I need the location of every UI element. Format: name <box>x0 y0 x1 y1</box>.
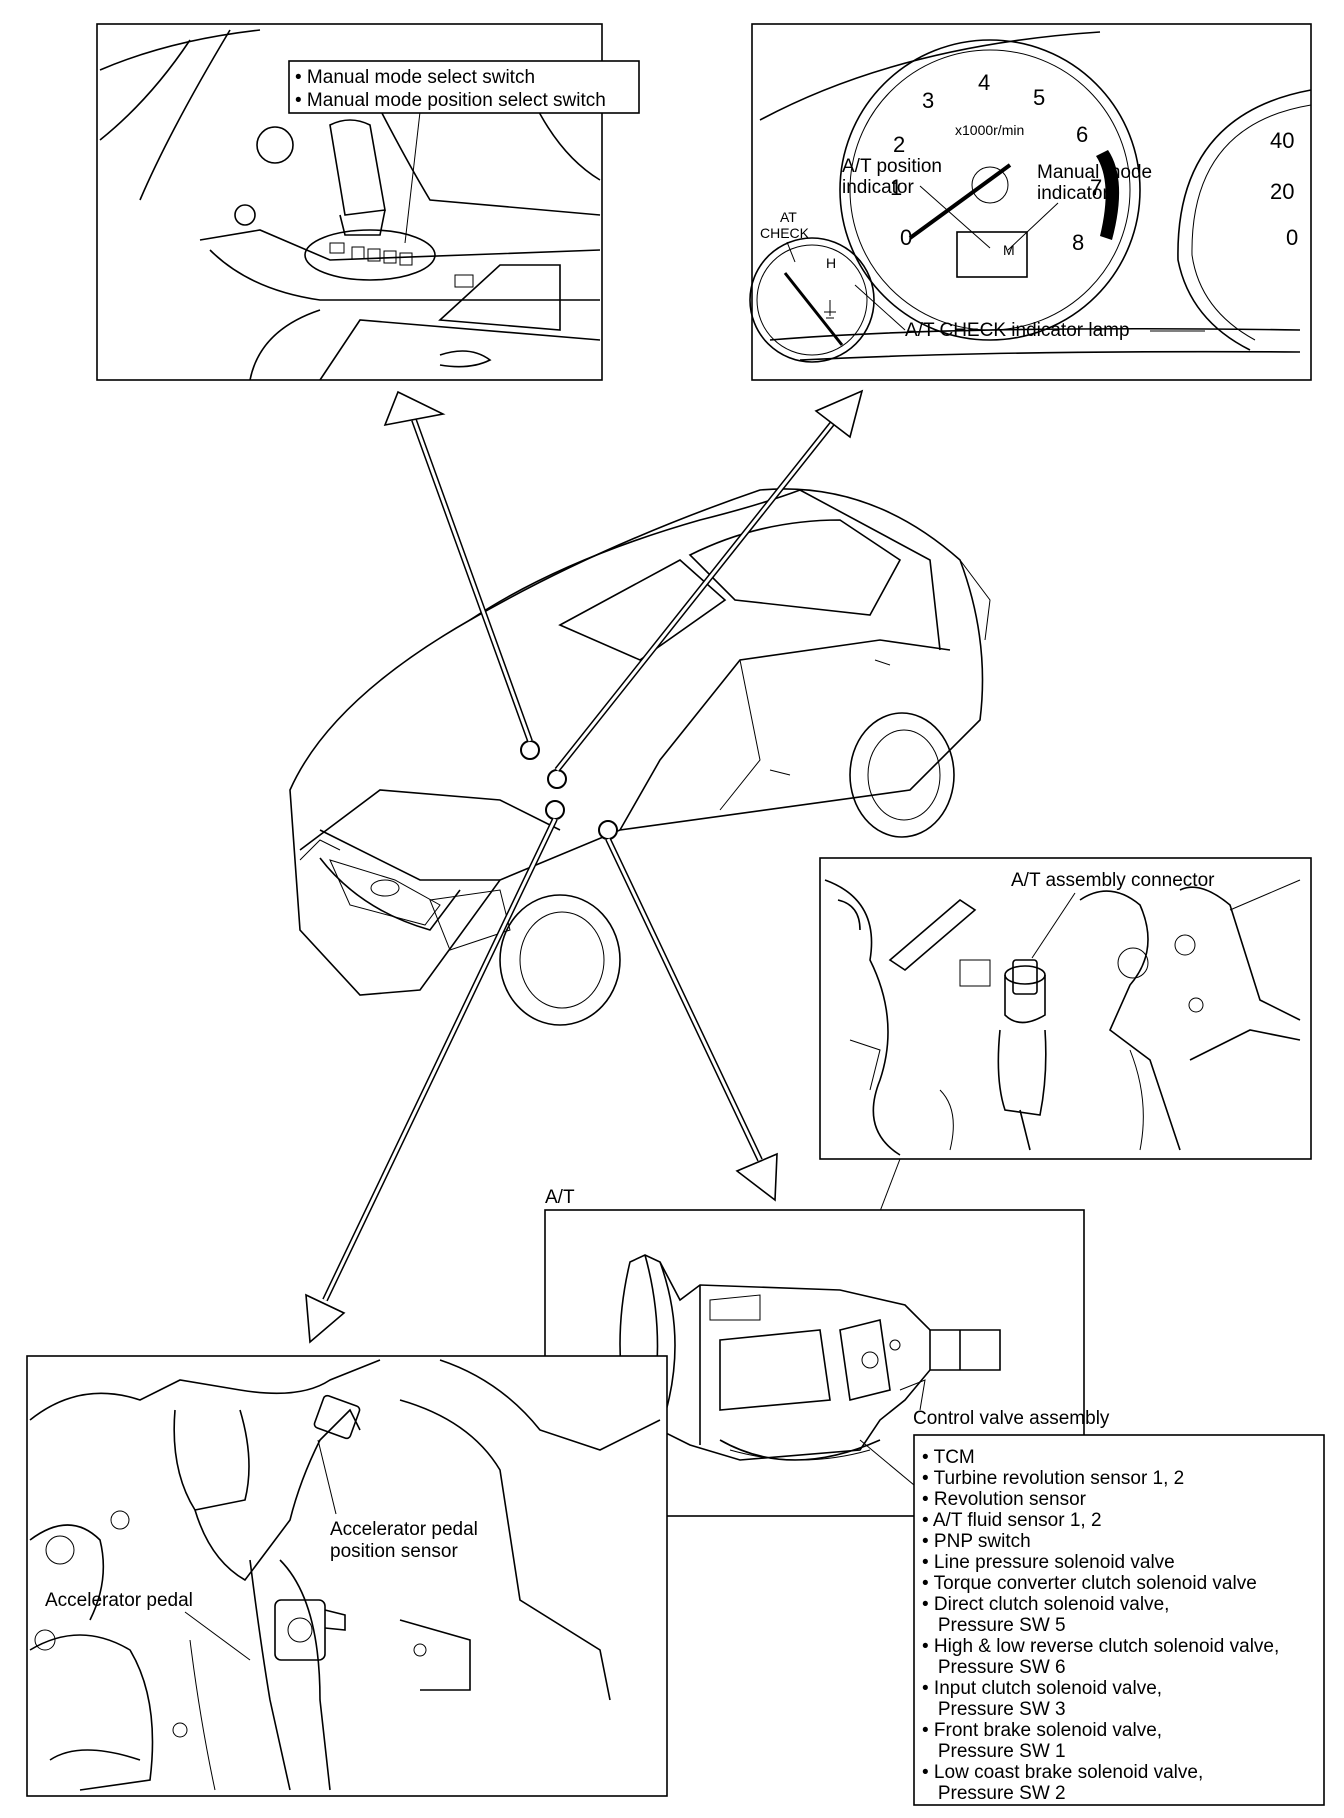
mode-letter: M <box>1003 242 1015 258</box>
control-valve-components-box <box>913 1434 1325 1806</box>
manual-mode-label-2: indicator <box>1037 183 1109 204</box>
manual-mode-leader <box>1007 202 1059 251</box>
temp-gauge: H AT CHECK <box>749 209 875 363</box>
shift-position-display <box>956 231 1028 278</box>
callout-arrows <box>305 389 864 1344</box>
tacho-needle <box>908 163 1012 240</box>
speed-number: 0 <box>1286 225 1298 250</box>
component-item: • Input clutch solenoid valve, <box>922 1678 1162 1699</box>
coolant-icon <box>824 300 836 319</box>
speed-number: 20 <box>1270 179 1294 204</box>
speed-number: 40 <box>1270 128 1294 153</box>
connector-illustration <box>824 879 1301 1156</box>
tacho-number: 0 <box>900 225 912 250</box>
at-assembly-connector <box>1012 959 1038 995</box>
rear-wheel <box>849 712 955 838</box>
connector-panel: A/T assembly connector <box>819 857 1312 1160</box>
accelerator-pedal-leader <box>184 1611 251 1661</box>
at-check-text-1: AT <box>780 209 797 225</box>
component-item: Pressure SW 5 <box>922 1615 1066 1636</box>
component-item: • Line pressure solenoid valve <box>922 1552 1175 1573</box>
location-marker-shift <box>520 740 540 760</box>
pedal-sensor-label-2: position sensor <box>330 1541 458 1562</box>
location-marker-pedal <box>545 800 565 820</box>
vehicle-illustration <box>289 488 991 1026</box>
shift-lever-panel: • Manual mode select switch • Manual mod… <box>96 23 640 381</box>
speedometer: 40 20 0 <box>1177 89 1312 351</box>
at-check-lamp-leader <box>854 284 906 331</box>
component-item: Pressure SW 3 <box>922 1699 1066 1720</box>
component-item: Pressure SW 2 <box>922 1783 1066 1804</box>
component-item: • Torque converter clutch solenoid valve <box>922 1573 1257 1594</box>
component-item: • TCM <box>922 1447 975 1468</box>
pedal-sensor-body <box>274 1599 326 1661</box>
tacho-number: 7 <box>1090 175 1102 200</box>
shift-callout-item-2: • Manual mode position select switch <box>295 90 606 111</box>
tacho-number: 6 <box>1076 122 1088 147</box>
control-valve-title: Control valve assembly <box>913 1408 1110 1429</box>
tacho-number: 8 <box>1072 230 1084 255</box>
pedal-panel-frame <box>26 1355 668 1797</box>
component-item: Pressure SW 6 <box>922 1657 1066 1678</box>
component-item: • Turbine revolution sensor 1, 2 <box>922 1468 1184 1489</box>
connector-leader <box>1031 892 1076 959</box>
front-grille <box>329 859 441 926</box>
rpm-unit: x1000r/min <box>955 122 1024 138</box>
meter-panel: 0 1 2 3 4 5 6 7 8 x1000r/min M H AT CHEC… <box>749 23 1312 381</box>
connector-panel-frame <box>819 857 1312 1160</box>
arrow-head-pedal <box>305 1293 346 1344</box>
location-marker-meter <box>547 769 567 789</box>
arrow-head-shift <box>383 390 446 427</box>
pedal-illustration <box>29 1359 661 1791</box>
component-item: • A/T fluid sensor 1, 2 <box>922 1510 1102 1531</box>
component-item: • Front brake solenoid valve, <box>922 1720 1162 1741</box>
at-position-leader <box>919 185 991 249</box>
arrow-head-transmission <box>735 1152 778 1202</box>
shift-callout-box <box>288 60 640 114</box>
meter-panel-frame <box>751 23 1312 381</box>
control-valve-component-list: • TCM • Turbine revolution sensor 1, 2 •… <box>922 1447 1279 1804</box>
control-valve-leader <box>859 1439 921 1491</box>
tacho-number: 1 <box>890 175 902 200</box>
transmission-panel-title: A/T <box>545 1187 575 1208</box>
pedal-sensor-leader <box>317 1439 337 1515</box>
component-item: • Revolution sensor <box>922 1489 1087 1510</box>
location-marker-transmission <box>598 820 618 840</box>
location-markers <box>520 740 618 840</box>
temp-high-mark: H <box>826 255 836 271</box>
pedal-sensor-label-1: Accelerator pedal <box>330 1519 478 1540</box>
temp-needle <box>783 272 844 346</box>
component-item: • Direct clutch solenoid valve, <box>922 1594 1169 1615</box>
tacho-number: 4 <box>978 70 990 95</box>
connector-label: A/T assembly connector <box>1011 870 1215 891</box>
tacho-number: 2 <box>893 132 905 157</box>
headlamp <box>429 889 511 951</box>
at-check-lamp-label: A/T CHECK indicator lamp <box>905 320 1130 341</box>
tacho-number: 5 <box>1033 85 1045 110</box>
brand-emblem <box>370 879 400 897</box>
component-item: • PNP switch <box>922 1531 1031 1552</box>
manual-mode-label-1: Manual mode <box>1037 162 1152 183</box>
component-item: Pressure SW 1 <box>922 1741 1066 1762</box>
front-wheel <box>499 894 621 1026</box>
accelerator-pedal-panel: Accelerator pedal position sensor Accele… <box>26 1355 668 1797</box>
tacho-number: 3 <box>922 88 934 113</box>
tachometer: 0 1 2 3 4 5 6 7 8 x1000r/min M <box>839 39 1141 341</box>
at-position-label-1: A/T position <box>842 156 942 177</box>
component-item: • Low coast brake solenoid valve, <box>922 1762 1203 1783</box>
arrow-head-meter <box>814 389 864 439</box>
at-position-label-2: indicator <box>842 177 914 198</box>
shift-callout-item-1: • Manual mode select switch <box>295 67 535 88</box>
accelerator-pedal-label: Accelerator pedal <box>45 1590 193 1611</box>
component-item: • High & low reverse clutch solenoid val… <box>922 1636 1279 1657</box>
redline-zone <box>1096 150 1120 240</box>
at-check-text-2: CHECK <box>760 225 810 241</box>
